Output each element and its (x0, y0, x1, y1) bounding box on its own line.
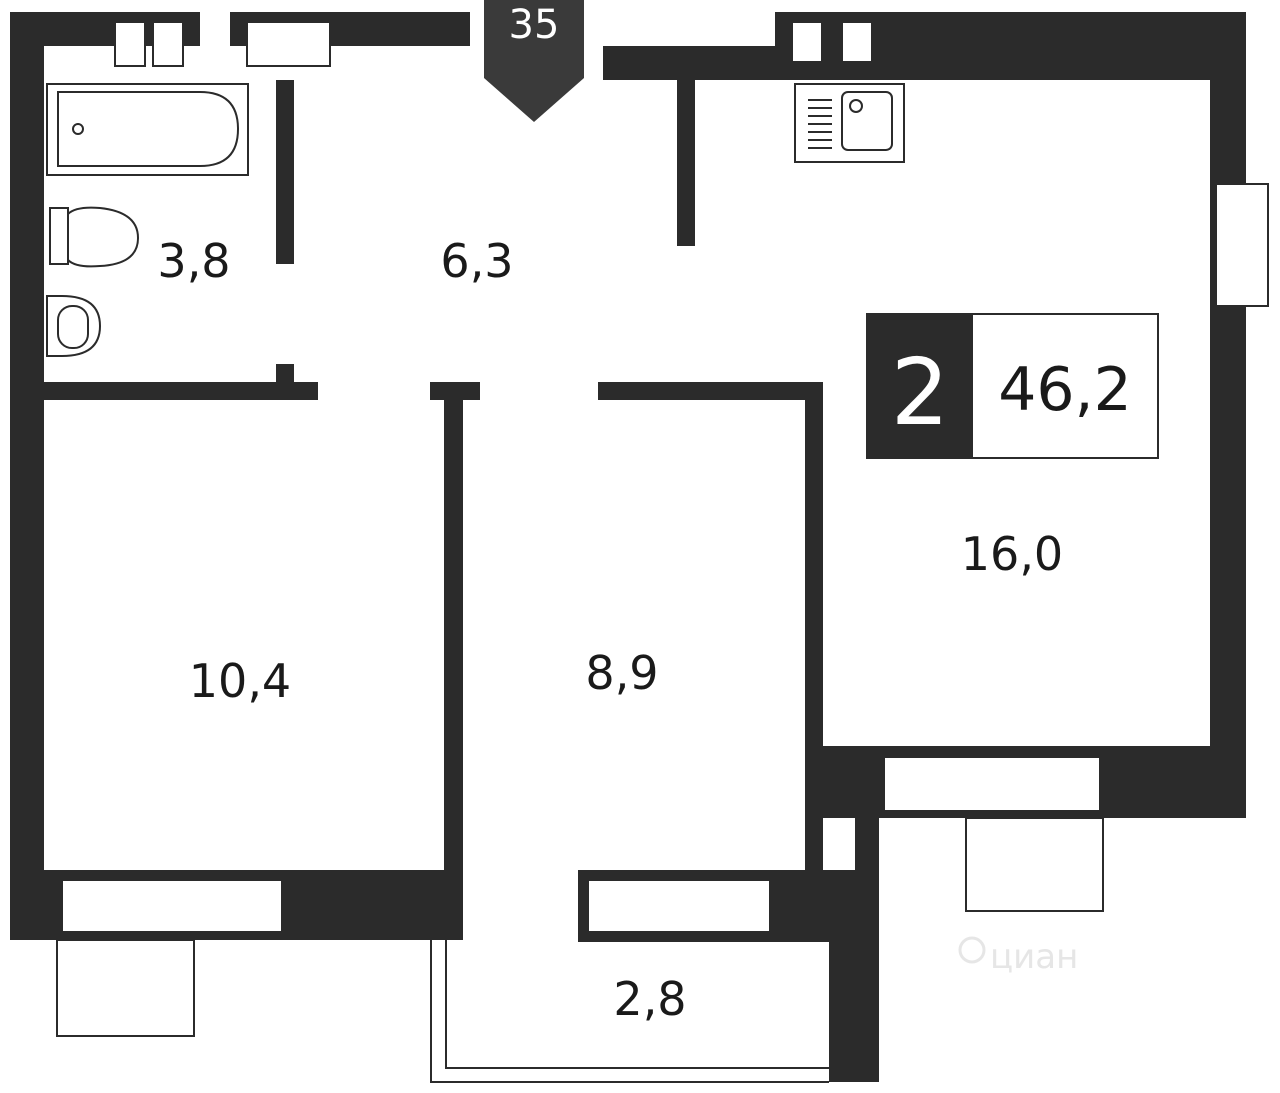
window-top-left-1 (114, 21, 146, 67)
window-kitchen-bottom (883, 756, 1101, 812)
outdoor-units (56, 817, 1104, 1037)
window-top-left-3 (200, 12, 230, 46)
room-area-kitchen-living: 16,0 (961, 527, 1063, 581)
ac-box-left (56, 939, 195, 1037)
watermark-text: циан (990, 937, 1078, 977)
watermark: циан (958, 936, 1078, 977)
window-top-right-1 (791, 21, 823, 63)
room-area-hallway: 6,3 (440, 234, 513, 288)
toilet-bowl (67, 206, 140, 268)
rooms-count-box (866, 313, 972, 459)
bathtub-drain (72, 123, 84, 135)
wall-right (1210, 12, 1246, 758)
wall-bedroom-middle-right (805, 382, 823, 882)
entrance-marker: 35 (484, 0, 584, 122)
room-labels: 3,8 6,3 16,0 10,4 8,9 2,8 (157, 234, 1063, 1026)
ac-box-right (965, 817, 1104, 912)
bathtub-basin (57, 91, 240, 167)
wall-top-left (10, 12, 470, 46)
window-bottom-left (61, 879, 283, 933)
wall-between-bedrooms (444, 382, 463, 892)
entrance-arrow-icon (484, 0, 584, 122)
windows (61, 12, 1269, 933)
bathroom-fixtures (46, 83, 249, 357)
sink-basin (57, 305, 89, 349)
toilet-icon (49, 207, 69, 265)
room-area-bedroom-left: 10,4 (189, 654, 291, 708)
window-top-right-2 (841, 21, 873, 63)
rooms-count: 2 (891, 339, 950, 446)
balcony-outline (430, 940, 829, 1083)
kitchen-sink-icon (794, 83, 905, 163)
total-area: 46,2 (998, 355, 1132, 425)
wall-bath-partition (276, 80, 294, 264)
wall-right-lower (855, 746, 879, 1082)
balcony-rail-inner (445, 940, 829, 1069)
wall-left (10, 12, 44, 900)
wall-kitchen-partition (677, 80, 695, 246)
window-bottom-middle (587, 879, 771, 933)
balcony-rail-outer (430, 940, 829, 1083)
window-top-left-2 (152, 21, 184, 67)
window-right (1215, 183, 1269, 307)
room-area-bedroom-middle: 8,9 (585, 646, 658, 700)
wall-bath-partition-low (276, 364, 294, 386)
internal-walls (44, 80, 823, 892)
window-top-left-4 (246, 21, 331, 67)
entrance-number: 35 (509, 2, 560, 48)
room-area-balcony: 2,8 (613, 972, 686, 1026)
wall-bedroom-middle-top (598, 382, 823, 400)
total-area-box (971, 313, 1159, 459)
kitchen-sink-bowl (841, 91, 893, 151)
kitchen-sink-drain (849, 99, 863, 113)
watermark-logo-icon (958, 936, 986, 964)
summary-badge: 2 46,2 (866, 313, 1159, 459)
wall-bath-bottom (44, 382, 318, 400)
room-area-bathroom: 3,8 (157, 234, 230, 288)
wall-balcony-right (829, 940, 855, 1082)
